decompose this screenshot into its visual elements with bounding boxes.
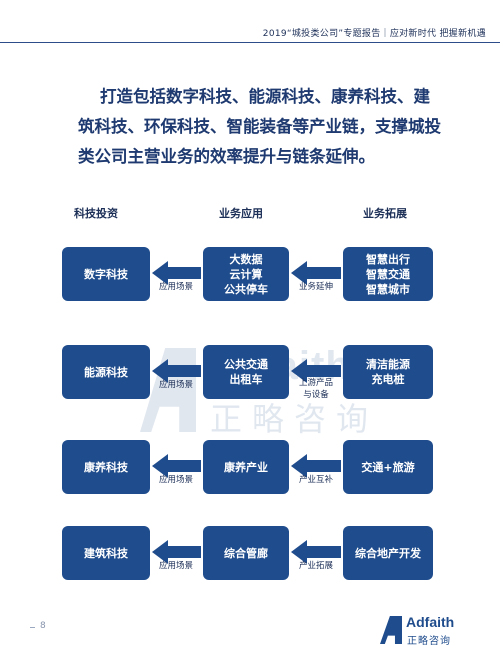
expand-line: 智慧交通 <box>366 267 410 281</box>
link-label: 业务延伸 <box>298 282 333 292</box>
expand-box: 智慧出行 智慧交通 智慧城市 <box>343 247 433 301</box>
tech-box: 建筑科技 <box>62 526 150 580</box>
expand-box: 清洁能源 充电桩 <box>343 345 433 399</box>
page-number: 8 <box>40 621 46 631</box>
apply-line: 云计算 <box>229 267 263 281</box>
header-divider <box>0 42 500 43</box>
tech-box: 康养科技 <box>62 440 150 494</box>
tech-label: 康养科技 <box>84 460 128 474</box>
link-label-scenario: 应用场景 <box>158 380 193 390</box>
expand-line: 清洁能源 <box>366 358 410 371</box>
headline-line-1: 打造包括数字科技、能源科技、康养科技、建 <box>100 87 430 106</box>
flow-row-energy: 能源科技 应用场景 公共交通 出租车 上游产品 与设备 清洁能源 充电桩 <box>0 345 500 415</box>
apply-line: 公共停车 <box>224 282 268 296</box>
report-header: 2019“城投类公司”专题报告｜应对新时代 把握新机遇 <box>0 0 500 44</box>
link-label-scenario: 应用场景 <box>158 475 193 485</box>
arrow-left-icon <box>152 540 201 564</box>
link-label-line: 上游产品 <box>298 378 333 388</box>
flow-row-digital: 数字科技 应用场景 大数据 云计算 公共停车 业务延伸 智慧出行 智慧交通 智慧… <box>0 247 500 317</box>
arrow-left-icon <box>291 261 341 285</box>
report-title: 2019“城投类公司”专题报告｜应对新时代 把握新机遇 <box>262 29 486 39</box>
apply-line: 综合管廊 <box>224 546 268 560</box>
link-label: 产业拓展 <box>298 561 333 571</box>
column-header-expand: 业务拓展 <box>363 207 407 220</box>
link-label: 上游产品 与设备 <box>287 377 345 401</box>
apply-line: 出租车 <box>229 373 263 386</box>
flow-row-health: 康养科技 应用场景 康养产业 产业互补 交通+旅游 <box>0 440 500 510</box>
tech-box: 数字科技 <box>62 247 150 301</box>
logo-en: Adfaith <box>406 614 455 630</box>
tech-box: 能源科技 <box>62 345 150 399</box>
link-label: 产业互补 <box>298 475 333 485</box>
headline: 打造包括数字科技、能源科技、康养科技、建 筑科技、环保科技、智能装备等产业链，支… <box>78 82 468 172</box>
footer-dash <box>30 627 35 628</box>
expand-line: 交通+旅游 <box>361 460 415 474</box>
apply-box: 公共交通 出租车 <box>203 345 289 399</box>
apply-box: 大数据 云计算 公共停车 <box>203 247 289 301</box>
expand-line: 充电桩 <box>371 373 405 386</box>
expand-box: 综合地产开发 <box>343 526 433 580</box>
arrow-left-icon <box>291 540 341 564</box>
tech-label: 建筑科技 <box>84 546 128 560</box>
tech-label: 能源科技 <box>84 365 128 379</box>
adfaith-logo-icon <box>380 616 402 644</box>
tech-label: 数字科技 <box>84 267 128 281</box>
apply-line: 公共交通 <box>224 358 268 371</box>
arrow-left-icon <box>152 454 201 478</box>
arrow-left-icon <box>152 261 201 285</box>
headline-line-2: 筑科技、环保科技、智能装备等产业链，支撑城投 <box>78 117 441 136</box>
arrow-left-icon <box>291 454 341 478</box>
link-label-line: 与设备 <box>303 390 329 400</box>
link-label-scenario: 应用场景 <box>158 282 193 292</box>
logo-cn: 正略咨询 <box>407 636 451 647</box>
expand-line: 智慧出行 <box>366 252 410 266</box>
apply-box: 综合管廊 <box>203 526 289 580</box>
apply-box: 康养产业 <box>203 440 289 494</box>
column-header-invest: 科技投资 <box>74 207 118 220</box>
headline-line-3: 类公司主营业务的效率提升与链条延伸。 <box>78 147 375 166</box>
flow-row-construction: 建筑科技 应用场景 综合管廊 产业拓展 综合地产开发 <box>0 526 500 596</box>
expand-line: 智慧城市 <box>366 282 410 296</box>
company-logo: Adfaith 正略咨询 <box>380 614 480 648</box>
expand-box: 交通+旅游 <box>343 440 433 494</box>
arrow-left-icon <box>152 359 201 383</box>
watermark-cn: 正略咨询 <box>210 400 379 438</box>
apply-line: 大数据 <box>229 252 263 266</box>
arrow-left-icon <box>291 359 341 383</box>
apply-line: 康养产业 <box>224 460 268 474</box>
column-header-apply: 业务应用 <box>219 207 263 220</box>
link-label-scenario: 应用场景 <box>158 561 193 571</box>
expand-line: 综合地产开发 <box>355 546 421 560</box>
